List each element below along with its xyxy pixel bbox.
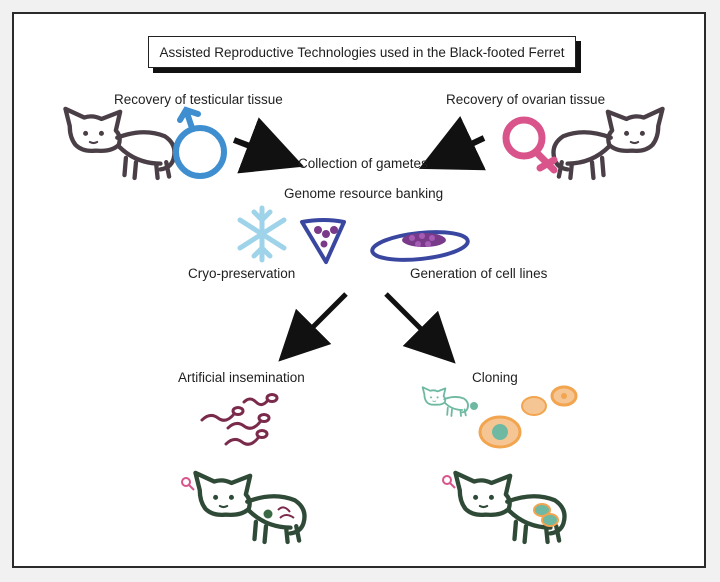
- label-collection-of-gametes: Collection of gametes: [298, 156, 428, 171]
- label-ovarian-tissue: Recovery of ovarian tissue: [446, 92, 606, 107]
- label-cryo-preservation: Cryo-preservation: [188, 266, 296, 281]
- arrow-to-insemination: [278, 292, 348, 362]
- egg-cell-small-icon: [533, 503, 559, 527]
- male-symbol-icon: [173, 106, 227, 179]
- ferret-right-icon: [553, 109, 662, 178]
- female-symbol-small-right-icon: [442, 475, 456, 489]
- label-genome-resource-banking: Genome resource banking: [284, 186, 444, 201]
- petri-dish-icon: [370, 230, 470, 262]
- snowflake-icon: [237, 205, 287, 263]
- diagram-title: Assisted Reproductive Technologies used …: [148, 36, 576, 68]
- label-cloning: Cloning: [472, 370, 518, 385]
- label-generation-of-cell-lines: Generation of cell lines: [410, 266, 548, 281]
- straw-icon: [300, 218, 346, 264]
- egg-cell-icon: [478, 385, 578, 449]
- arrow-female-to-gametes: [418, 116, 486, 171]
- label-testicular-tissue: Recovery of testicular tissue: [114, 92, 283, 107]
- arrow-to-cloning: [384, 292, 456, 364]
- ferret-left-icon: [65, 109, 174, 178]
- clone-cell-dot: [470, 402, 478, 410]
- sperm-icon: [200, 393, 279, 446]
- diagram-canvas: [14, 106, 706, 568]
- diagram-frame: Assisted Reproductive Technologies used …: [12, 12, 706, 568]
- label-artificial-insemination: Artificial insemination: [178, 370, 305, 385]
- female-symbol-small-left-icon: [181, 477, 195, 491]
- sperm-small-icon: [277, 506, 295, 519]
- embryo-dot: [263, 509, 273, 519]
- female-symbol-icon: [502, 116, 558, 174]
- arrow-male-to-gametes: [232, 117, 305, 174]
- clone-ferret-icon: [421, 386, 469, 417]
- ferret-bottom-left-icon: [195, 473, 304, 542]
